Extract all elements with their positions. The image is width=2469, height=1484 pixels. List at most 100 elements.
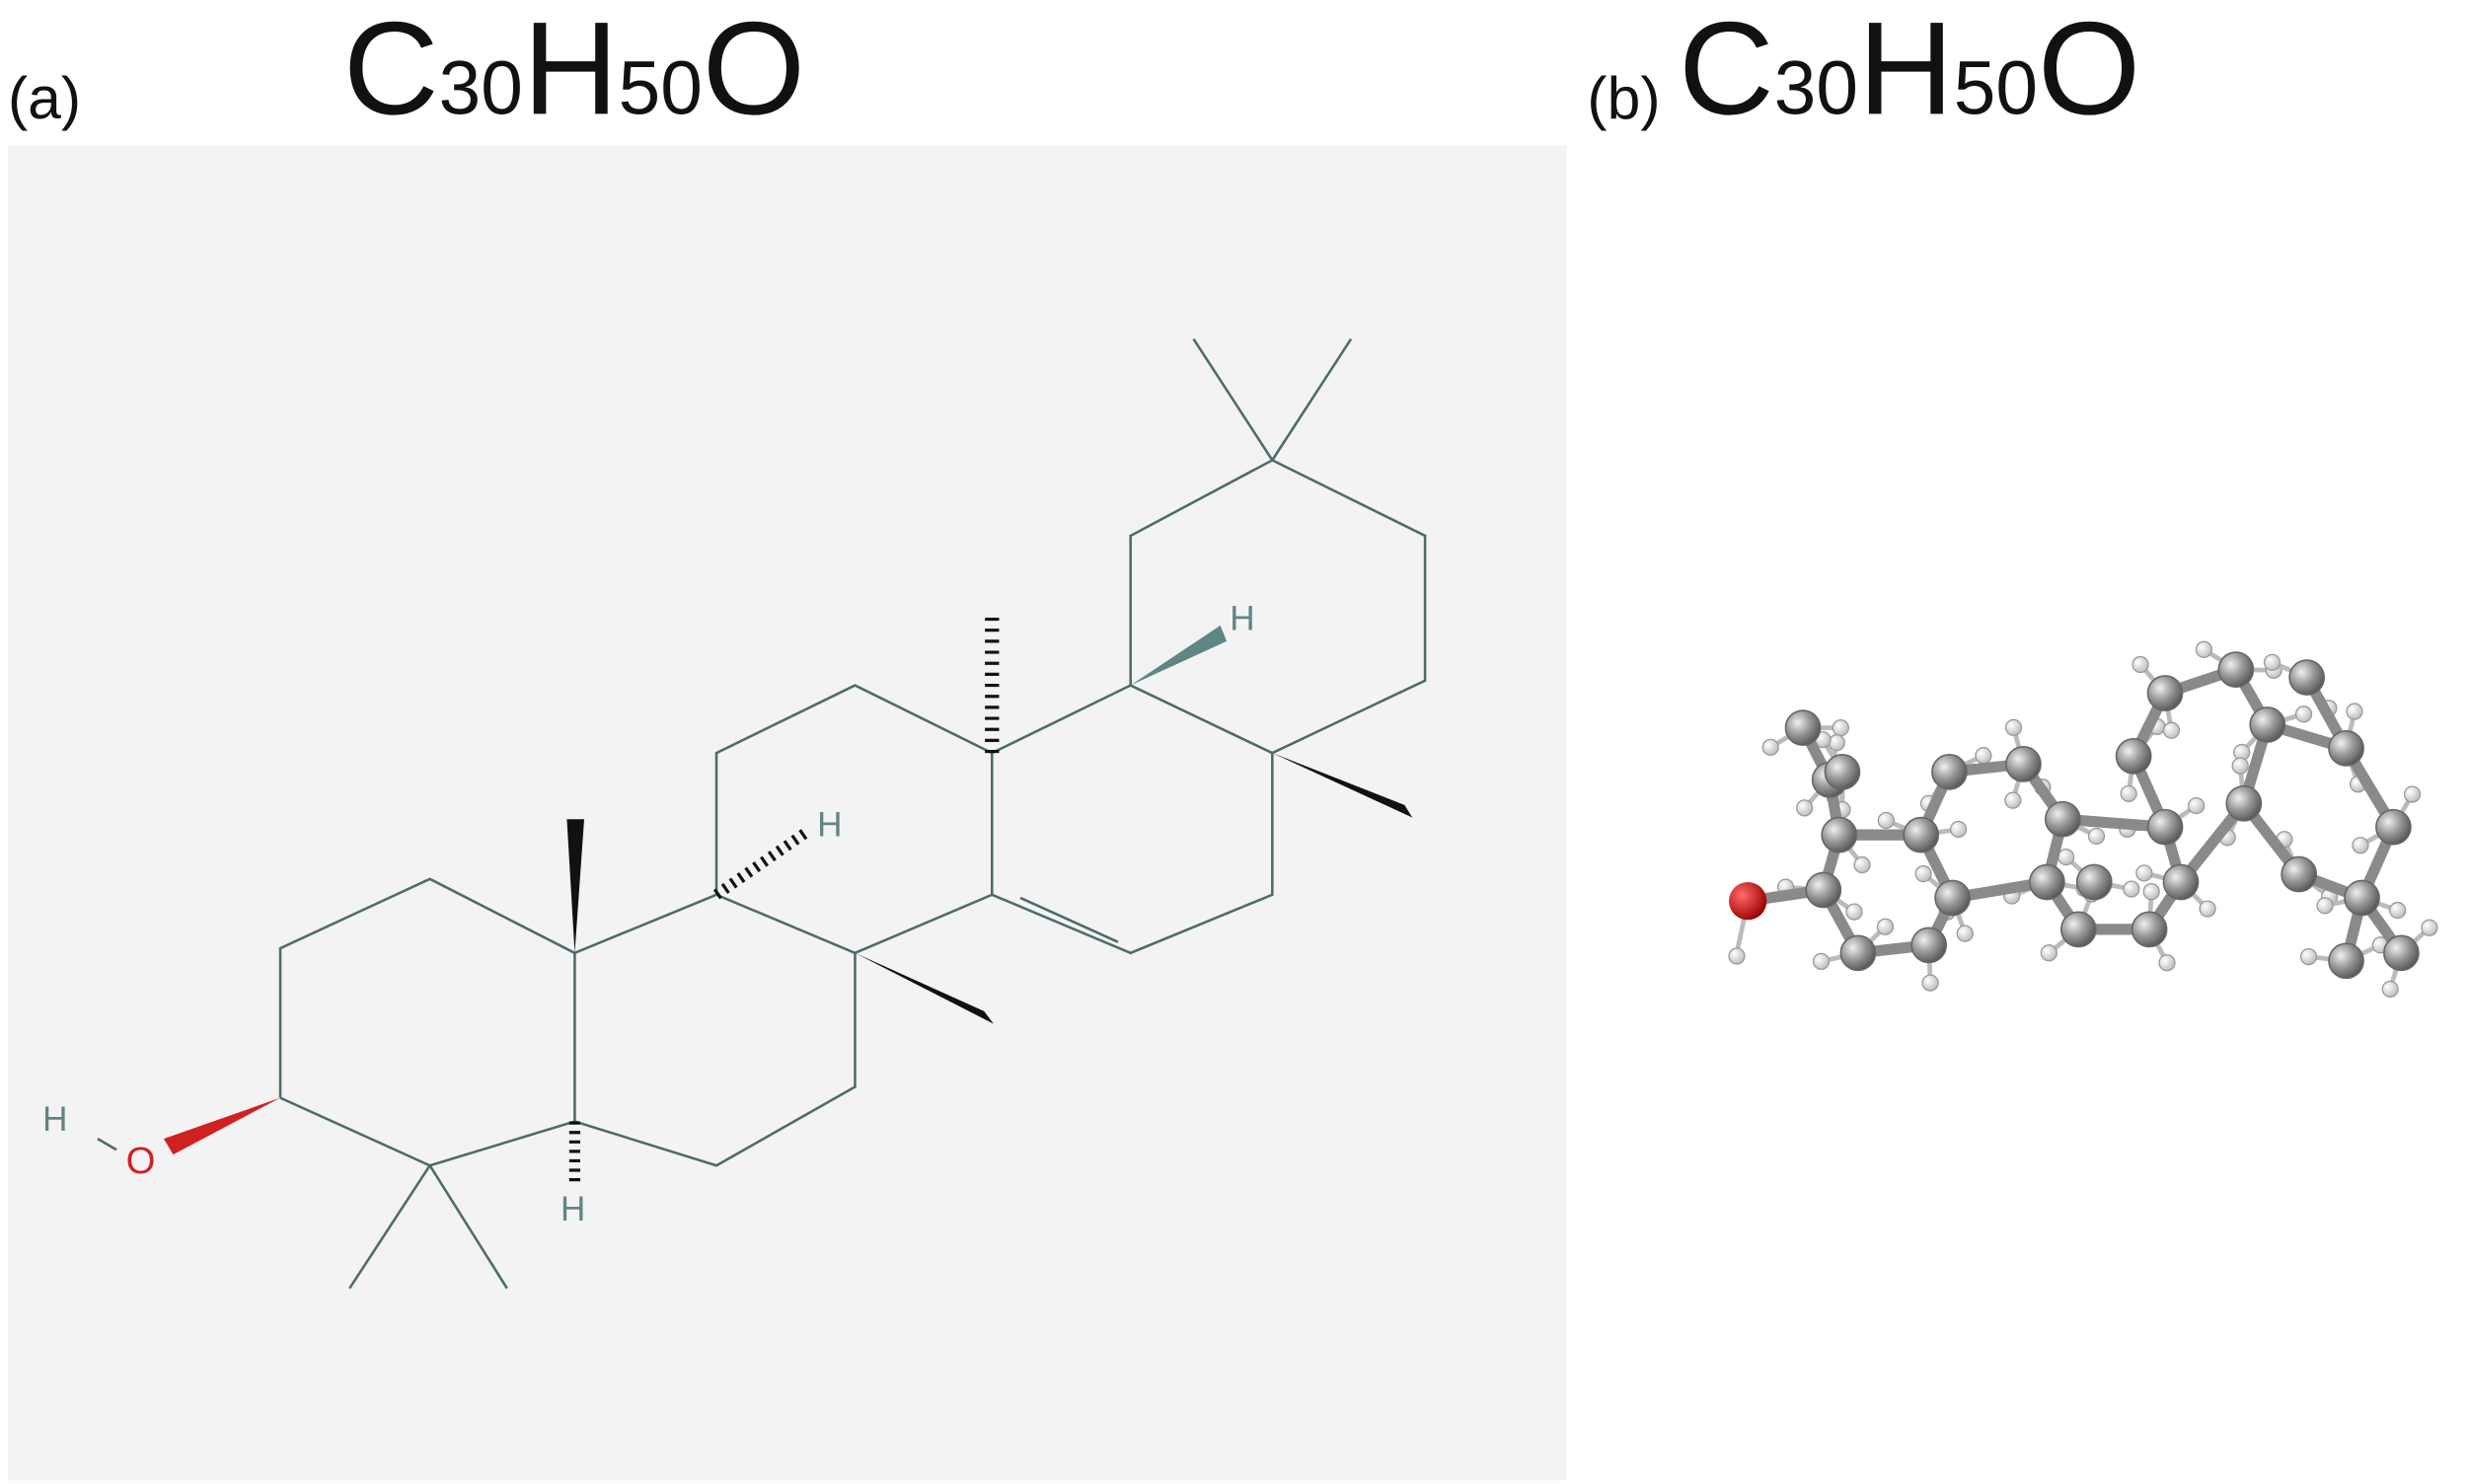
carbon-atom (1903, 816, 1940, 853)
hydrogen-atom (1812, 952, 1831, 970)
formula-c-count: 30 (1774, 46, 1858, 130)
methyl-bond (428, 1164, 508, 1290)
panel-a-background (7, 145, 1567, 1481)
hydrogen-atom (1728, 947, 1746, 965)
hydrogen-atom (1853, 855, 1871, 874)
hydrogen-atom (2346, 703, 2363, 720)
atom-h-oh: H (42, 1100, 67, 1139)
hydrogen-atom (1845, 903, 1863, 921)
hydrogen-atom (1949, 820, 1968, 839)
atom-h-c9: H (817, 806, 842, 845)
carbon-atom (1821, 816, 1858, 853)
panel-b-label: (b) (1587, 64, 1660, 131)
carbon-atom (2288, 659, 2325, 696)
carbon-atom (1934, 879, 1971, 917)
panel-b-formula: C30H50O (1679, 0, 2140, 142)
carbon-atom (1805, 871, 1842, 909)
hydrogen-atom (1796, 799, 1814, 817)
svg-text:C30H50O: C30H50O (1679, 0, 2140, 142)
formula-o: O (703, 0, 805, 142)
hydrogen-atom (2381, 980, 2399, 999)
carbon-atom (2005, 745, 2042, 782)
carbon-atom (2249, 706, 2286, 743)
carbon-atom (2383, 934, 2420, 972)
formula-h: H (1858, 0, 1954, 142)
ring-d (991, 684, 1274, 955)
hydrogen-atom (2231, 757, 2249, 775)
svg-text:C30H50O: C30H50O (343, 0, 805, 142)
hydrogen-atom (1761, 738, 1779, 756)
carbon-atom (1931, 753, 1968, 790)
carbon-atom (1784, 709, 1822, 746)
hydrogen-atom (2316, 897, 2334, 915)
carbon-atom (2044, 800, 2081, 838)
panel-a-formula: C30H50O (343, 0, 805, 142)
oh-bond (97, 1138, 117, 1151)
hydrogen-atom (2132, 655, 2149, 674)
carbon-atom (2225, 784, 2263, 822)
hydrogen-atom (2299, 947, 2318, 966)
methyl-bond (1271, 337, 1353, 462)
wedge-methyl-c8 (855, 952, 994, 1024)
carbon-atom (2131, 911, 2168, 948)
hydrogen-atom (1828, 734, 1845, 752)
carbon-atom (2115, 738, 2152, 775)
formula-h: H (523, 0, 619, 142)
carbon-atom (1910, 927, 1948, 964)
formula-o: O (2038, 0, 2140, 142)
wedge-methyl-c10 (566, 819, 584, 953)
ball-and-stick-model (1728, 640, 2438, 999)
hydrogen-atom (1914, 864, 1932, 883)
hydrogen-atom (2263, 653, 2282, 671)
carbon-atom (2162, 863, 2200, 901)
hydrogen-atom (2199, 900, 2216, 918)
hydrogen-atom (1876, 918, 1895, 935)
hydrogen-atom (1832, 719, 1849, 737)
carbon-atom (2328, 942, 2364, 980)
hydrogen-atom (2421, 919, 2438, 936)
carbon-atom (2217, 651, 2255, 688)
hydrogen-atom (2403, 785, 2422, 803)
atom-o: O (126, 1140, 156, 1182)
carbon-atom (1839, 934, 1877, 972)
oxygen-atom (1729, 882, 1767, 921)
carbon-atom (2075, 863, 2113, 901)
hydrogen-atom (2162, 721, 2181, 739)
hydrogen-atom (2004, 791, 2022, 809)
carbon-atom (2146, 808, 2184, 846)
formula-c: C (343, 0, 439, 142)
atom-h-c18: H (1230, 600, 1254, 638)
carbon-atom (2029, 863, 2065, 901)
carbon-atom (2146, 675, 2184, 711)
carbon-atom (2328, 730, 2364, 767)
ring-b (573, 893, 857, 1167)
hydrogen-atom (2294, 705, 2313, 723)
hydrogen-atom (1921, 974, 1939, 992)
formula-c-count: 30 (439, 46, 523, 130)
hydrogen-atom (2158, 954, 2176, 972)
formula-c: C (1679, 0, 1774, 142)
formula-h-count: 50 (1954, 46, 2038, 130)
panel-a-label: (a) (8, 64, 81, 131)
hydrogen-atom (2135, 864, 2153, 882)
formula-h-count: 50 (619, 46, 703, 130)
hydrogen-atom (1975, 747, 1992, 765)
hydrogen-atom (2004, 718, 2023, 736)
carbon-atom (2281, 855, 2318, 893)
double-bond-inner (1019, 896, 1119, 943)
hydrogen-atom (2389, 901, 2407, 920)
methyl-bond (348, 1164, 431, 1290)
hydrogen-atom (1877, 811, 1895, 830)
ring-c (714, 684, 994, 954)
carbon-atom (2344, 879, 2380, 917)
hydrogen-atom (2087, 827, 2106, 846)
atom-h-c5: H (561, 1190, 585, 1228)
hydrogen-atom (2195, 640, 2212, 658)
hydrogen-atom (2352, 837, 2369, 854)
carbon-atom (1824, 753, 1861, 790)
hydrogen-atom (2123, 880, 2140, 898)
hydrogen-atom (2057, 848, 2075, 866)
hydrogen-atom (2188, 796, 2206, 815)
hydrogen-atom (2040, 944, 2058, 962)
